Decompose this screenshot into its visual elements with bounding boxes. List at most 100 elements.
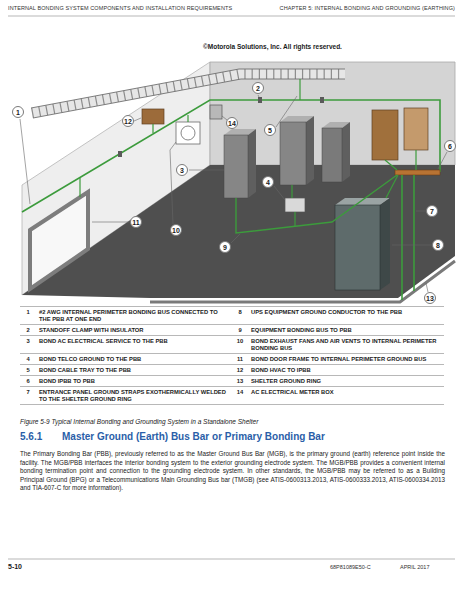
section-heading: Master Ground (Earth) Bus Bar or Primary…	[62, 431, 325, 442]
bond-wire	[294, 212, 295, 227]
callout-number: 13	[424, 292, 436, 304]
copyright-notice: ©Motorola Solutions, Inc. All rights res…	[203, 43, 342, 50]
bond-wire	[415, 150, 416, 170]
table-text: EQUIPMENT BONDING BUS TO PBB	[251, 327, 352, 333]
table-cell: 12	[232, 365, 248, 376]
table-cell: 9	[232, 325, 248, 336]
bond-wire	[79, 178, 80, 197]
table-cell: 11	[232, 354, 248, 365]
table-cell: AC ELECTRICAL METER BOX	[248, 387, 444, 405]
table-cell: 1	[20, 307, 36, 325]
leader-line	[20, 119, 30, 204]
equipment-rack	[322, 128, 342, 182]
table-number: 8	[238, 309, 241, 315]
door-frame	[30, 192, 88, 289]
leader-line	[416, 211, 426, 212]
table-number: 12	[237, 367, 243, 373]
table-text: BOND EXHAUST FANS AND AIR VENTS TO INTER…	[251, 338, 437, 351]
leader-line	[274, 186, 285, 200]
callout-number: 3	[176, 164, 188, 176]
leader-line	[189, 170, 224, 171]
table-number: 1	[26, 309, 29, 315]
table-text: BOND DOOR FRAME TO INTERNAL PERIMETER GR…	[251, 356, 426, 362]
table-row: 7 ENTRANCE PANEL GROUND STRAPS EXOTHERMIC…	[20, 387, 444, 405]
rack-side	[342, 122, 350, 182]
cable-tray-rungs	[32, 74, 345, 113]
bond-wire	[152, 124, 153, 133]
electrical-panel	[404, 108, 428, 150]
table-number: 4	[26, 356, 29, 362]
table-number: 6	[26, 378, 29, 384]
equipment-rack	[224, 135, 248, 198]
table-number: 2	[26, 327, 29, 333]
table-number: 7	[26, 389, 29, 395]
rack-side	[306, 116, 314, 185]
table-cell: SHELTER GROUND RING	[248, 376, 444, 387]
table-cell: 3	[20, 336, 36, 354]
table-cell: 14	[232, 387, 248, 405]
table-cell: BOND IPBB TO PBB	[36, 376, 232, 387]
table-text: ENTRANCE PANEL GROUND STRAPS EXOTHERMICA…	[39, 389, 226, 402]
table-text: BOND AC ELECTRICAL SERVICE TO THE PBB	[39, 338, 168, 344]
table-number: 9	[238, 327, 241, 333]
bond-wire	[385, 160, 397, 170]
telco-box	[285, 198, 305, 212]
rack-side	[248, 129, 256, 198]
table-text: BOND IPBB TO PBB	[39, 378, 95, 384]
perimeter-bonding-bus	[22, 100, 440, 212]
table-cell: 2	[20, 325, 36, 336]
table-number: 14	[237, 389, 243, 395]
equipment-bonding-bus	[236, 175, 397, 233]
equipment-rack	[280, 122, 306, 185]
ground-strap	[401, 175, 403, 300]
callout-number: 11	[130, 216, 142, 228]
table-cell: BOND DOOR FRAME TO INTERNAL PERIMETER GR…	[248, 354, 444, 365]
document-number: 68P81089E50-C	[330, 564, 371, 570]
leader-line	[231, 234, 240, 243]
table-cell: EQUIPMENT BONDING BUS TO PBB	[248, 325, 444, 336]
callout-number: 8	[432, 239, 444, 251]
table-row: 2 STANDOFF CLAMP WITH INSULATOR 9 EQUIPMENT…	[20, 325, 444, 336]
table-row: 3BOND AC ELECTRICAL SERVICE TO THE PBB 10…	[20, 336, 444, 354]
table-cell: 13	[232, 376, 248, 387]
table-cell: BOND TELCO GROUND TO THE PBB	[36, 354, 232, 365]
table-text: STANDOFF CLAMP WITH INSULATOR	[39, 327, 144, 333]
callout-number: 12	[122, 115, 134, 127]
table-number: 11	[237, 356, 243, 362]
leader-line	[276, 96, 297, 127]
table-cell: 7	[20, 387, 36, 405]
exhaust-fan	[176, 122, 200, 144]
table-cell: BOND EXHAUST FANS AND AIR VENTS TO INTER…	[248, 336, 444, 354]
meter-box	[210, 105, 222, 119]
ground-strap	[413, 175, 415, 291]
table-cell: BOND AC ELECTRICAL SERVICE TO THE PBB	[36, 336, 232, 354]
leader-lines	[20, 95, 447, 292]
hvac-unit	[142, 109, 164, 124]
table-cell: BOND HVAC TO IPBB	[248, 365, 444, 376]
cable-tray	[32, 74, 345, 113]
callout-number: 10	[170, 224, 182, 236]
leader-line	[426, 283, 428, 292]
table-row: 4 BOND TELCO GROUND TO THE PBB 11 BOND DOOR…	[20, 354, 444, 365]
table-cell: 10	[232, 336, 248, 354]
table-cell: STANDOFF CLAMP WITH INSULATOR	[36, 325, 232, 336]
table-text: BOND HVAC TO IPBB	[251, 367, 311, 373]
leader-line	[134, 118, 141, 121]
body-paragraph: The Primary Bonding Bar (PBB), previousl…	[20, 450, 445, 493]
publication-date: APRIL 2017	[400, 564, 429, 570]
callout-number: 1	[12, 106, 24, 118]
leader-line	[92, 222, 130, 223]
table-cell: 8	[232, 307, 248, 325]
standoff-clamp	[118, 151, 122, 157]
page-number: 5-10	[8, 563, 22, 570]
callout-number: 14	[226, 117, 238, 129]
table-row: 5BOND CABLE TRAY TO THE PBB12BOND HVAC T…	[20, 365, 444, 376]
primary-bonding-bar	[395, 170, 440, 175]
footer-rule	[8, 559, 455, 560]
table-cell: ENTRANCE PANEL GROUND STRAPS EXOTHERMICA…	[36, 387, 232, 405]
leader-line	[170, 142, 176, 224]
ups-side	[380, 198, 390, 290]
ups-cabinet	[335, 205, 380, 290]
table-cell: UPS EQUIPMENT GROUND CONDUCTOR TO THE PB…	[248, 307, 444, 325]
